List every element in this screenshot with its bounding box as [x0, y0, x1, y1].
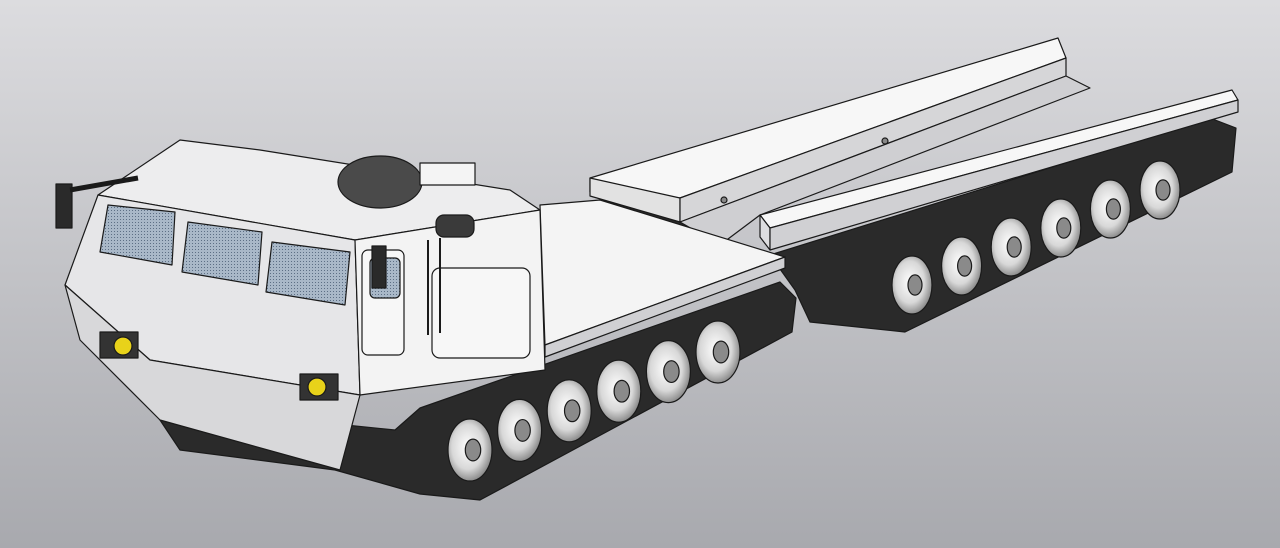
lamp-right	[307, 377, 327, 397]
mount-hole	[720, 196, 728, 204]
lamp-left	[113, 336, 133, 356]
wheel-hub	[1155, 179, 1171, 201]
wheel-hub	[1105, 198, 1122, 220]
roof-tank	[337, 155, 423, 209]
tractor-wheels	[447, 320, 741, 482]
mirror-right	[371, 245, 387, 289]
roof-box	[419, 162, 476, 186]
wheel-hub	[613, 379, 631, 403]
trailer-wheels	[891, 160, 1181, 315]
exhaust-pipe	[435, 214, 475, 238]
windshield-left	[99, 204, 176, 266]
wheel-hub	[1056, 217, 1072, 239]
tractor-unit[interactable]	[55, 139, 797, 501]
windshield-right	[265, 241, 351, 306]
wheel-hub	[712, 340, 730, 364]
wheel-hub	[956, 255, 973, 277]
cab-lower-front	[64, 284, 361, 471]
vehicle-model[interactable]	[55, 37, 1239, 501]
wheel-hub	[663, 360, 680, 384]
mount-hole	[881, 137, 889, 145]
trailer-platform-right-front	[769, 99, 1239, 251]
windshield-center	[181, 221, 263, 286]
side-hatch[interactable]	[431, 267, 531, 359]
wheel-hub	[464, 438, 482, 462]
mirror-left	[55, 183, 73, 229]
wheel-hub	[514, 418, 531, 442]
trailer-unit[interactable]	[589, 37, 1239, 333]
wheel-hub	[1006, 236, 1022, 258]
wheel-hub	[907, 274, 923, 296]
mirror-arm	[69, 175, 139, 193]
wheel-hub	[563, 399, 581, 423]
